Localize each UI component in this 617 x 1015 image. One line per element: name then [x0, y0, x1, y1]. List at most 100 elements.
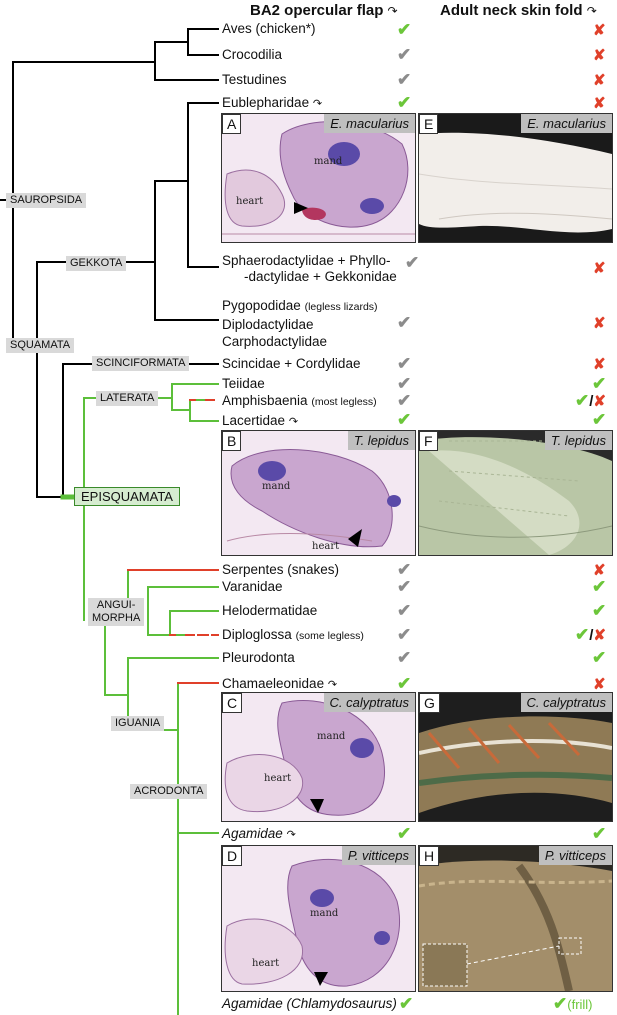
fold-dip-cross: ✘: [593, 627, 606, 644]
clade-episquamata: EPISQUAMATA: [74, 487, 180, 506]
panel-b-letter: B: [222, 431, 242, 451]
panel-a-species: E. macularius: [324, 114, 415, 133]
taxon-chlamydosaurus: Agamidae (Chlamydosaurus): [222, 996, 397, 1011]
header-opercular-flap: BA2 opercular flap ↷: [250, 2, 398, 19]
taxon-pygopodidae: Pygopodidae (legless lizards) Diplodacty…: [222, 298, 378, 349]
panel-c-letter: C: [222, 693, 243, 713]
clade-squamata: SQUAMATA: [6, 338, 75, 353]
fold-test-cross: ✘: [593, 72, 606, 89]
histology-a-image: [222, 121, 415, 235]
flap-aves-check: ✔: [397, 20, 412, 39]
taxon-agamidae: Agamidae ↷: [222, 826, 296, 841]
panel-f-letter: F: [419, 431, 438, 451]
panel-c-heart-label: heart: [264, 773, 292, 784]
fold-cha-cross: ✘: [593, 676, 606, 693]
panel-h-photo: H P. vitticeps: [418, 845, 613, 992]
header-neck-skin-fold: Adult neck skin fold ↷: [440, 2, 597, 19]
fold-chl-frill-note: (frill): [567, 997, 593, 1012]
fold-tei-check: ✔: [592, 374, 607, 393]
taxon-chamaeleonidae: Chamaeleonidae ↷: [222, 676, 338, 691]
panel-b-mand-label: mand: [262, 481, 291, 492]
fold-amp-check: ✔: [575, 391, 590, 410]
panel-d-heart-label: heart: [252, 958, 280, 969]
flap-amp-check: ✔: [397, 391, 412, 410]
flap-eub-check: ✔: [397, 93, 412, 112]
panel-d-letter: D: [222, 846, 243, 866]
flap-cha-check: ✔: [397, 674, 412, 693]
panel-d-histology: mand heart D P. vitticeps: [221, 845, 416, 992]
panel-c-species: C. calyptratus: [323, 693, 415, 712]
photo-g-image: [419, 716, 612, 813]
panel-e-letter: E: [419, 114, 439, 134]
panel-a-heart-label: heart: [236, 196, 264, 207]
panel-a-histology: mand heart A E. macularius: [221, 113, 416, 243]
taxon-helodermatidae: Helodermatidae: [222, 603, 318, 618]
panel-h-species: P. vitticeps: [538, 846, 612, 865]
clade-gekkota: GEKKOTA: [66, 256, 127, 271]
clade-scinciformata: SCINCIFORMATA: [92, 356, 190, 371]
flap-dip-check: ✔: [397, 625, 412, 644]
panel-g-photo: G C. calyptratus: [418, 692, 613, 822]
taxon-serpentes: Serpentes (snakes): [222, 562, 340, 577]
panel-e-species: E. macularius: [521, 114, 612, 133]
fold-chl-check-frill: ✔(frill): [553, 994, 593, 1013]
clade-sauropsida: SAUROPSIDA: [6, 193, 87, 208]
fold-aves-cross: ✘: [593, 22, 606, 39]
histology-d-image: [224, 859, 401, 987]
fold-hel-check: ✔: [592, 601, 607, 620]
panel-h-letter: H: [419, 846, 440, 866]
panel-d-species: P. vitticeps: [341, 846, 415, 865]
panel-f-photo: F T. lepidus: [418, 430, 613, 556]
flap-lac-check: ✔: [397, 410, 412, 429]
panel-d-mand-label: mand: [310, 908, 339, 919]
panel-a-mand-label: mand: [314, 156, 343, 167]
taxon-eublepharidae: Eublepharidae ↷: [222, 95, 323, 110]
photo-e-image: [419, 132, 612, 233]
panel-b-histology: mand heart B T. lepidus: [221, 430, 416, 556]
fold-amp-mixed: ✔/✘: [575, 392, 606, 411]
fold-sci-cross: ✘: [593, 356, 606, 373]
panel-b-heart-label: heart: [312, 541, 340, 552]
panel-e-photo: E E. macularius: [418, 113, 613, 243]
fold-dip-mixed: ✔/✘: [575, 626, 606, 645]
clade-acrodonta: ACRODONTA: [130, 784, 208, 799]
flap-test-check: ✔: [397, 70, 412, 89]
flap-hel-check: ✔: [397, 601, 412, 620]
fold-ser-cross: ✘: [593, 562, 606, 579]
flap-ple-check: ✔: [397, 648, 412, 667]
taxon-scincidae: Scincidae + Cordylidae: [222, 356, 361, 371]
panel-f-species: T. lepidus: [544, 431, 612, 450]
fold-dip-slash: /: [589, 627, 594, 644]
fold-dip-check: ✔: [575, 625, 590, 644]
flap-tei-check: ✔: [397, 374, 412, 393]
taxon-lacertidae: Lacertidae ↷: [222, 413, 299, 428]
flap-ser-check: ✔: [397, 560, 412, 579]
flap-pyg-check: ✔: [397, 313, 412, 332]
flap-sph-check: ✔: [405, 253, 420, 272]
clade-iguania: IGUANIA: [111, 716, 165, 731]
taxon-testudines: Testudines: [222, 72, 287, 87]
taxon-pleurodonta: Pleurodonta: [222, 650, 295, 665]
fold-pyg-cross: ✘: [593, 315, 606, 332]
clade-laterata: LATERATA: [96, 391, 159, 406]
taxon-teiidae: Teiidae: [222, 376, 265, 391]
fold-lac-check: ✔: [592, 410, 607, 429]
flap-sci-check: ✔: [397, 354, 412, 373]
histology-b-image: [226, 449, 401, 548]
taxon-amphisbaenia: Amphisbaenia (most legless): [222, 393, 377, 408]
fold-var-check: ✔: [592, 577, 607, 596]
panel-a-letter: A: [222, 114, 242, 134]
flap-chl-check: ✔: [399, 994, 414, 1013]
panel-g-letter: G: [419, 693, 440, 713]
taxon-crocodilia: Crocodilia: [222, 47, 283, 62]
taxon-diploglossa: Diploglossa (some legless): [222, 627, 364, 642]
taxon-varanidae: Varanidae: [222, 579, 283, 594]
fold-aga-check: ✔: [592, 824, 607, 843]
fold-amp-slash: /: [589, 393, 594, 410]
flap-aga-check: ✔: [397, 824, 412, 843]
fold-croc-cross: ✘: [593, 47, 606, 64]
flap-var-check: ✔: [397, 577, 412, 596]
clade-anguimorpha: ANGUI- MORPHA: [88, 598, 145, 626]
taxon-aves: Aves (chicken*): [222, 21, 316, 36]
taxon-sphaerodactylidae: Sphaerodactylidae + Phyllo- -dactylidae …: [222, 253, 397, 284]
